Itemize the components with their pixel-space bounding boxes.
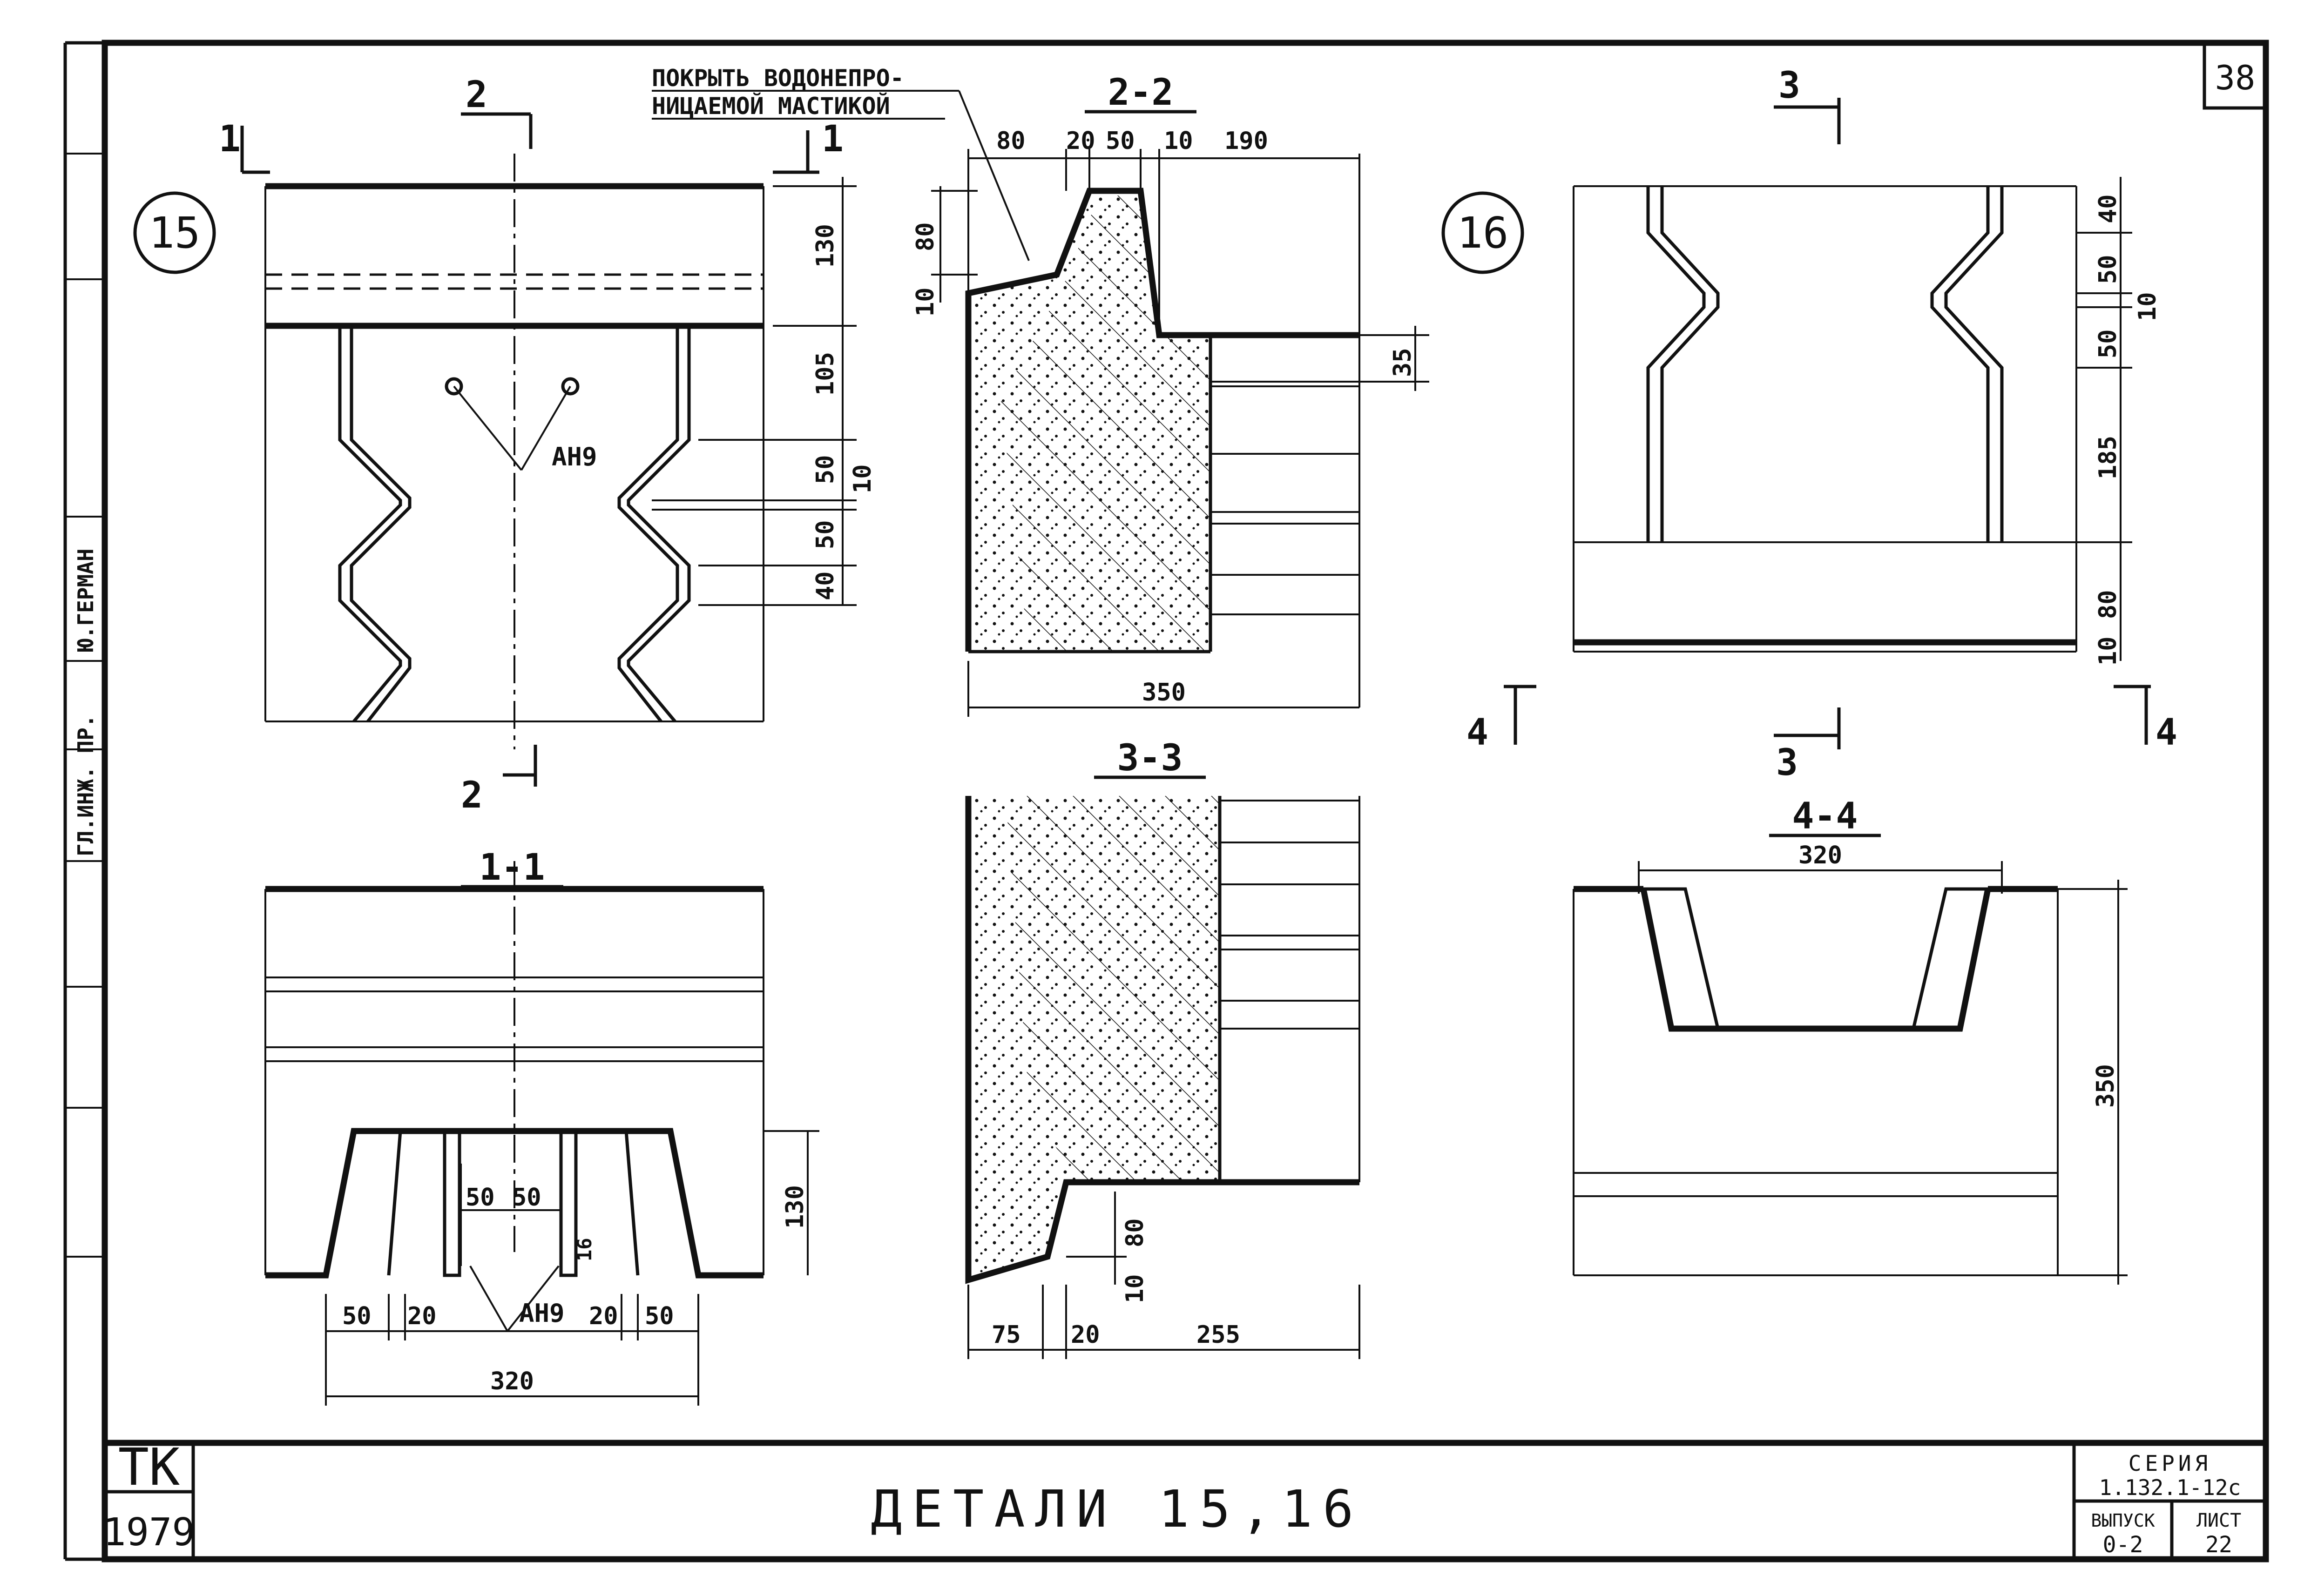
note-line-1: ПОКРЫТЬ ВОДОНЕПРО- xyxy=(652,65,904,92)
section-1-1: 1-1 130 50 50 16 АН9 50 xyxy=(264,847,819,1406)
detail-16-number: 16 xyxy=(1457,208,1509,258)
section-2-2-dim-35: 35 xyxy=(1389,348,1417,377)
detail-16-dim-50a: 50 xyxy=(2094,255,2122,284)
detail-15-dim-10: 10 xyxy=(849,464,877,493)
section-2-2-dim-350: 350 xyxy=(1142,679,1186,707)
stamp-name-1: Ю.ГЕРМАН xyxy=(73,548,98,652)
section-1-1-dim-16: 16 xyxy=(573,1238,596,1261)
section-2-2-dim-10: 10 xyxy=(1164,127,1193,155)
org-code: ТК xyxy=(118,1437,180,1497)
detail-16-dim-50b: 50 xyxy=(2094,329,2122,358)
series-value: 1.132.1-12с xyxy=(2099,1475,2241,1500)
page-value: 22 xyxy=(2205,1532,2232,1558)
issue-value: 0-2 xyxy=(2103,1532,2143,1558)
detail-15-dim-50b: 50 xyxy=(811,520,839,549)
section-1-1-dim-50b: 50 xyxy=(512,1184,541,1212)
cut-2-label-top: 2 xyxy=(466,74,487,116)
detail-15-dim-130: 130 xyxy=(811,224,839,268)
detail-16-dim-80: 80 xyxy=(2094,590,2122,619)
sheet-number: 38 xyxy=(2215,58,2256,97)
section-4-4: 4-4 320 350 xyxy=(1573,795,2128,1285)
detail-15: 15 1 1 2 2 АН9 xyxy=(133,74,877,816)
section-2-2: 2-2 ПОКРЫТЬ ВОДОНЕПРО- НИЦАЕМОЙ МАСТИКОЙ… xyxy=(652,65,1429,717)
side-stamp: Ю.ГЕРМАН ГЛ.ИНЖ. ПР. xyxy=(65,153,105,1258)
detail-15-number: 15 xyxy=(149,208,201,258)
section-1-1-dim-50c: 50 xyxy=(342,1302,372,1330)
section-4-4-dim-350: 350 xyxy=(2092,1064,2120,1108)
detail-15-dim-50a: 50 xyxy=(811,455,839,484)
detail-16-dim-10: 10 xyxy=(2134,292,2162,321)
cut-3-label-bottom: 3 xyxy=(1776,742,1798,784)
section-1-1-dim-50d: 50 xyxy=(645,1302,674,1330)
sheet-title: ДЕТАЛИ 15,16 xyxy=(871,1479,1364,1539)
series-label: СЕРИЯ xyxy=(2129,1451,2211,1476)
cut-2-label-bottom: 2 xyxy=(461,774,483,816)
section-3-3-dim-75: 75 xyxy=(992,1321,1021,1349)
section-1-1-rebar-label: АН9 xyxy=(519,1299,565,1328)
section-1-1-dim-20b: 20 xyxy=(589,1302,618,1330)
section-2-2-dim-20: 20 xyxy=(1066,127,1095,155)
cut-4-label-right: 4 xyxy=(2156,712,2177,754)
sheet-frame xyxy=(63,40,2269,1562)
year: 1979 xyxy=(103,1510,195,1555)
detail-15-rebar-label: АН9 xyxy=(552,442,597,471)
cut-1-label-left: 1 xyxy=(219,118,241,160)
section-2-2-dim-80: 80 xyxy=(996,127,1026,155)
cut-1-label-right: 1 xyxy=(822,118,844,160)
section-3-3-dim-255: 255 xyxy=(1196,1321,1240,1349)
section-2-2-dim-10-left: 10 xyxy=(912,287,939,317)
page-label: ЛИСТ xyxy=(2196,1510,2241,1531)
section-3-3-dim-80: 80 xyxy=(1121,1218,1149,1247)
issue-label: ВЫПУСК xyxy=(2091,1510,2155,1531)
section-1-1-dim-320: 320 xyxy=(490,1367,534,1395)
section-3-3-dim-20: 20 xyxy=(1071,1321,1100,1349)
detail-16-dim-185: 185 xyxy=(2094,436,2122,479)
cut-4-label-left: 4 xyxy=(1466,712,1488,754)
title-block: 38 ТК 1979 ДЕТАЛИ 15,16 СЕРИЯ 1.132.1-12… xyxy=(103,58,2255,1558)
detail-16-dim-40: 40 xyxy=(2094,194,2122,223)
section-2-2-dim-80-left: 80 xyxy=(912,222,939,251)
detail-15-dim-40: 40 xyxy=(811,571,839,600)
section-3-3: 3-3 80 10 75 20 255 xyxy=(965,737,1360,1359)
detail-15-dim-105: 105 xyxy=(811,352,839,396)
section-1-1-title: 1-1 xyxy=(480,847,545,889)
cut-3-label-top: 3 xyxy=(1778,65,1800,107)
section-1-1-dim-50a: 50 xyxy=(466,1184,495,1212)
section-3-3-dim-10: 10 xyxy=(1121,1274,1149,1303)
section-1-1-dim-130: 130 xyxy=(781,1185,809,1229)
section-1-1-dim-20a: 20 xyxy=(407,1302,437,1330)
section-3-3-title: 3-3 xyxy=(1117,737,1183,779)
stamp-role-1: ГЛ.ИНЖ. ПР. xyxy=(73,714,98,856)
note-line-2: НИЦАЕМОЙ МАСТИКОЙ xyxy=(652,92,890,120)
section-4-4-dim-320: 320 xyxy=(1798,842,1842,869)
section-4-4-title: 4-4 xyxy=(1792,795,1858,837)
detail-16: 16 3 3 40 50 10 50 185 80 10 4 xyxy=(1441,65,2177,784)
detail-16-dim-10b: 10 xyxy=(2094,636,2122,666)
section-2-2-dim-50: 50 xyxy=(1106,127,1135,155)
section-2-2-dim-190: 190 xyxy=(1224,127,1268,155)
section-2-2-title: 2-2 xyxy=(1108,72,1174,114)
